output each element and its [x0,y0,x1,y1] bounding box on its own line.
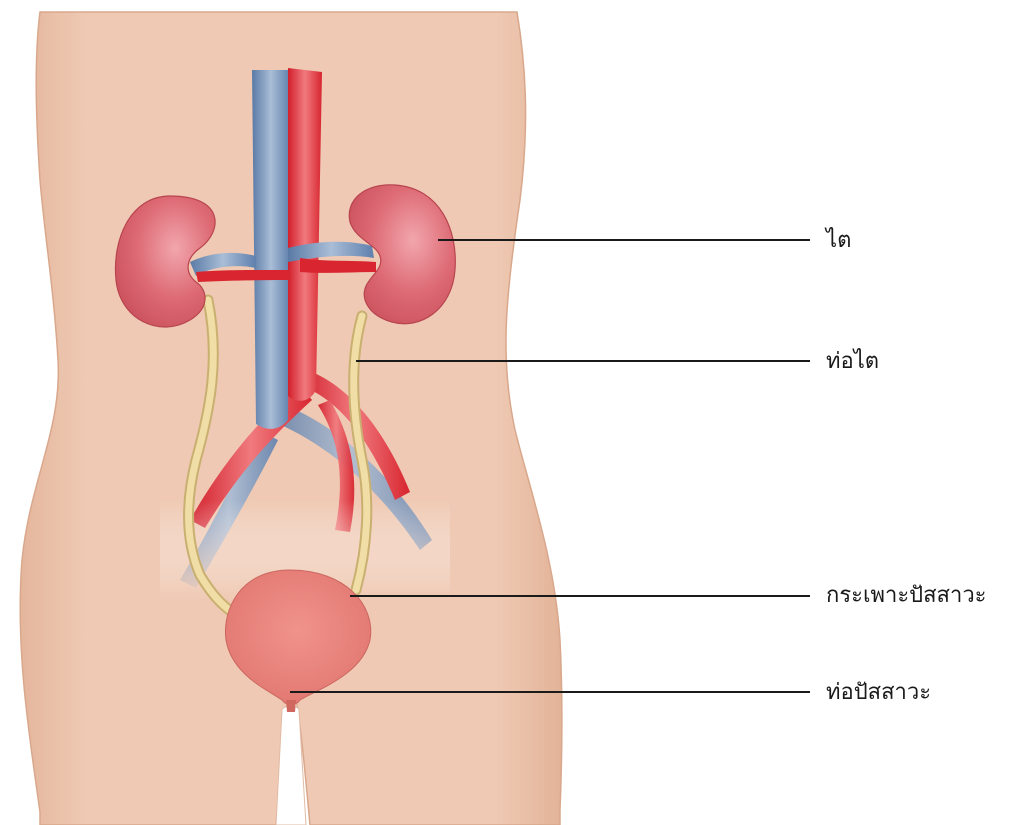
bladder-label: กระเพาะปัสสาวะ [826,585,987,607]
vena-cava [252,70,290,429]
ureter-label: ท่อไต [826,351,879,373]
kidney-label: ไต [826,230,851,252]
urethra-label: ท่อปัสสาวะ [826,682,931,704]
urethra [286,700,296,712]
